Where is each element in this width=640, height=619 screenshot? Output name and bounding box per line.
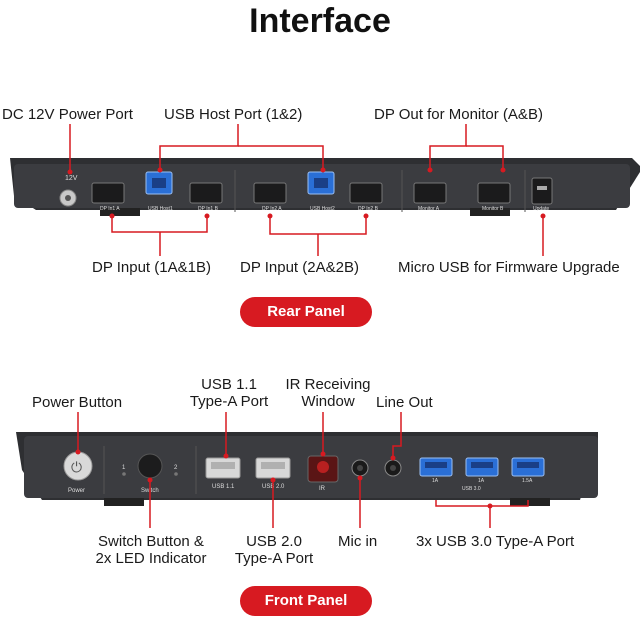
label-dp-in2-b: DP In2 B	[358, 206, 379, 212]
callout-dp-out: DP Out for Monitor (A&B)	[374, 106, 543, 123]
callout-usb11-line2: Type-A Port	[189, 393, 269, 410]
led-2-shape	[174, 472, 178, 476]
label-led-1: 1	[122, 465, 126, 471]
callout-usb20-line2: Type-A Port	[234, 550, 314, 567]
label-dp-in1-a: DP In1 A	[100, 206, 120, 212]
rear-panel-device: 12V DP In1 A USB Host1 DP In1 B DP In2 A…	[10, 158, 640, 216]
svg-text:⏻: ⏻	[71, 459, 82, 475]
dp-in1-b-port	[189, 182, 223, 204]
label-1-5a: 1.5A	[522, 478, 533, 484]
callout-line-out: Line Out	[376, 394, 433, 411]
micro-usb-port	[531, 177, 553, 205]
dp-in2-b-port	[349, 182, 383, 204]
rear-panel-badge: Rear Panel	[240, 297, 372, 327]
callout-switch-line1: Switch Button &	[98, 533, 204, 550]
callout-power-button: Power Button	[32, 394, 123, 411]
label-led-2: 2	[174, 465, 178, 471]
callout-mic-in: Mic in	[338, 533, 378, 550]
callout-dc-power-port: DC 12V Power Port	[2, 106, 133, 123]
callout-usb11: USB 1.1 Type-A Port	[174, 376, 284, 410]
front-panel-device: ⏻ Power Switch 1 2 USB 1.1 USB 2.0 IR 1A	[16, 432, 598, 506]
front-panel-badge: Front Panel	[240, 586, 372, 616]
label-ir: IR	[319, 486, 326, 492]
label-update: Update	[533, 206, 549, 212]
callout-micro-usb: Micro USB for Firmware Upgrade	[398, 259, 620, 276]
callout-switch-line2: 2x LED Indicator	[95, 550, 207, 567]
callout-ir-line1: IR Receiving	[285, 376, 371, 393]
label-dp-in1-b: DP In1 B	[198, 206, 219, 212]
label-usb11: USB 1.1	[212, 484, 235, 490]
callout-usb30: 3x USB 3.0 Type-A Port	[416, 533, 575, 550]
label-dp-in2-a: DP In2 A	[262, 206, 282, 212]
callout-ir-window: IR Receiving Window	[280, 376, 376, 410]
monitor-b-port	[477, 182, 511, 204]
label-1a-first: 1A	[432, 478, 439, 484]
callout-usb11-line1: USB 1.1	[201, 376, 257, 393]
label-power: Power	[68, 488, 85, 494]
label-monitor-a: Monitor A	[418, 206, 440, 212]
monitor-a-port	[413, 182, 447, 204]
label-usb-host2: USB Host2	[310, 206, 335, 212]
label-1a-second: 1A	[478, 478, 485, 484]
front-callout-lines	[77, 412, 529, 528]
label-12v: 12V	[65, 175, 78, 182]
callout-usb20: USB 2.0 Type-A Port	[226, 533, 322, 567]
label-usb30: USB 3.0	[462, 486, 481, 492]
callout-usb-host-port: USB Host Port (1&2)	[164, 106, 303, 123]
callout-usb20-line1: USB 2.0	[246, 533, 302, 550]
label-monitor-b: Monitor B	[482, 206, 504, 212]
label-usb-host1: USB Host1	[148, 206, 173, 212]
callout-dp-input-2: DP Input (2A&2B)	[240, 259, 359, 276]
callout-switch-button: Switch Button & 2x LED Indicator	[84, 533, 218, 567]
page-title: Interface	[249, 2, 391, 40]
dp-in1-a-port	[91, 182, 125, 204]
switch-button-shape	[137, 453, 163, 479]
callout-ir-line2: Window	[301, 393, 355, 410]
callout-dp-input-1: DP Input (1A&1B)	[92, 259, 211, 276]
dp-in2-a-port	[253, 182, 287, 204]
rear-callout-lines	[69, 124, 544, 256]
led-1-shape	[122, 472, 126, 476]
